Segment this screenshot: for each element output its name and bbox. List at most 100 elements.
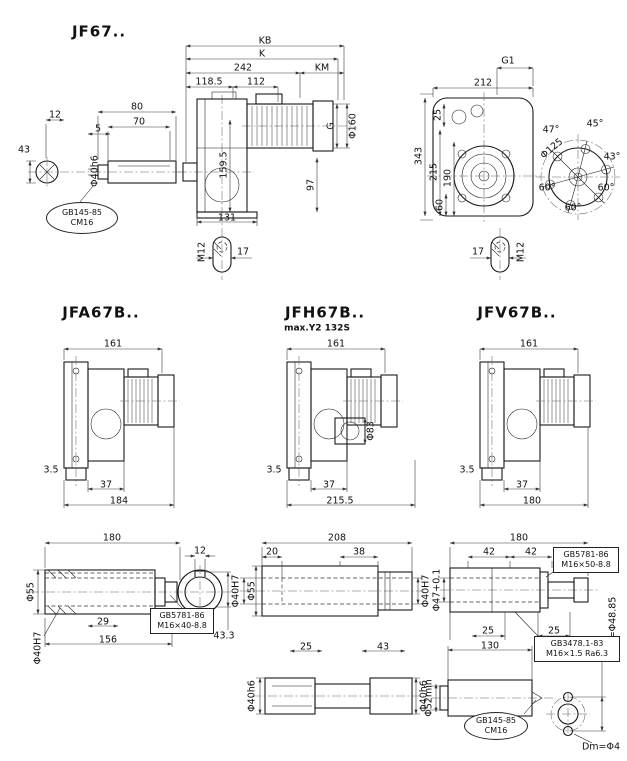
dim-42-a: 42 [482, 546, 496, 558]
dim-len-b: 208 [327, 532, 347, 544]
dim-len-a: 180 [102, 532, 122, 544]
callout-text: GB5781-86 [563, 550, 609, 559]
dim-25-b: 25 [299, 641, 313, 653]
callout-center-hole-top: GB145-85 CM16 [46, 202, 118, 234]
dim-343: 343 [413, 146, 425, 166]
dim-k: K [258, 48, 266, 60]
callout-text: CM16 [70, 218, 94, 227]
dim-97: 97 [305, 178, 317, 192]
dim-kb: KB [258, 35, 272, 47]
callout-spline-gb3478: GB3478.1-83 M16×1.5 Ra6.3 [534, 636, 620, 662]
dim-3-5-jfa: 3.5 [43, 464, 59, 476]
callout-center-hole-bottom: GB145-85 CM16 [464, 712, 528, 740]
page-title-jf67: JF67.. [71, 22, 127, 41]
dim-112: 112 [246, 76, 266, 88]
dim-bore-c: Φ47+0.1 [431, 568, 443, 612]
title-jfh67b: JFH67B.. [284, 303, 366, 322]
dim-212: 212 [473, 77, 493, 89]
dim-29: 29 [96, 616, 110, 628]
jf67-flange-view [420, 66, 620, 222]
dim-m12-right: M12 [515, 241, 527, 263]
dim-242: 242 [233, 62, 253, 74]
dim-12: 12 [48, 109, 62, 121]
dim-43-b: 43 [376, 641, 390, 653]
dim-60: 60 [434, 198, 446, 212]
dim-160: Φ160 [347, 113, 359, 139]
dim-3-5-jfv: 3.5 [459, 464, 475, 476]
callout-text: GB145-85 [475, 716, 517, 725]
dim-156: 156 [98, 634, 118, 646]
dim-38: 38 [352, 546, 366, 558]
dim-17-left: 17 [236, 246, 250, 258]
dim-dm: Dm=Φ4 [581, 741, 621, 753]
jfv67b-view [479, 347, 596, 508]
dim-130: 130 [480, 640, 500, 652]
dim-shaft-b-left: Φ40h6 [246, 680, 258, 712]
dim-bore-b-left: Φ40H7 [230, 574, 242, 608]
dim-od-b: Φ55 [246, 581, 258, 601]
jfa67b-view [63, 347, 180, 508]
title-jfv67b: JFV67B.. [477, 303, 557, 322]
callout-text: GB145-85 [61, 208, 103, 217]
jfh67b-view [286, 347, 416, 508]
dim-83: Φ83 [365, 421, 377, 441]
dim-37-jfa: 37 [99, 479, 113, 491]
callout-text: M16×40-8.8 [157, 621, 207, 630]
angle-43: 43° [603, 151, 621, 163]
hollow-shaft-spline-view [430, 541, 606, 744]
dim-42-b: 42 [524, 546, 538, 558]
dim-len-c: 180 [509, 532, 529, 544]
callout-bolt-gb5781-a: GB5781-86 M16×40-8.8 [150, 608, 214, 634]
subtitle-jfh67b: max.Y2 132S [284, 323, 350, 334]
dim-od-a: Φ55 [25, 582, 37, 602]
dim-km: KM [314, 62, 330, 74]
angle-60-br: 60° [597, 182, 615, 194]
dim-37-jfv: 37 [515, 479, 529, 491]
dim-70: 70 [132, 116, 146, 128]
dim-depth-jfv: 180 [522, 495, 542, 507]
angle-60-b: 60° [564, 202, 582, 214]
dim-17-right: 17 [471, 246, 485, 258]
dim-25-c1: 25 [481, 625, 495, 637]
jf67-front-view [178, 44, 352, 226]
dim-43: 43 [17, 144, 31, 156]
dim-190: 190 [442, 168, 454, 188]
callout-text: GB5781-86 [159, 611, 205, 620]
jf67-output-shaft-view [26, 110, 182, 203]
dim-25-c2: 25 [547, 625, 561, 637]
dim-m12-left: M12 [196, 241, 208, 263]
dim-g: G [325, 122, 337, 130]
dim-131: 131 [217, 212, 237, 224]
dim-37-jfh: 37 [322, 479, 336, 491]
hollow-shaft-long-view [240, 541, 424, 715]
dim-52min: Φ52min [423, 679, 435, 717]
dim-161-jfa: 161 [103, 338, 123, 350]
dim-g1: G1 [501, 55, 515, 67]
dim-key-width: 12 [193, 545, 207, 557]
dim-25: 25 [432, 108, 444, 122]
callout-text: M16×1.5 Ra6.3 [545, 649, 609, 658]
callout-text: M16×50-8.8 [561, 560, 611, 569]
angle-47: 47° [542, 124, 560, 136]
dim-depth-jfh: 215.5 [326, 495, 354, 507]
dim-80: 80 [130, 101, 144, 113]
callout-text: GB3478.1-83 [550, 639, 604, 648]
dim-5: 5 [94, 123, 102, 135]
dim-118-5: 118.5 [195, 76, 223, 88]
dim-215: 215 [428, 162, 440, 182]
dim-43-3: 43.3 [213, 630, 235, 642]
title-jfa67b: JFA67B.. [62, 303, 140, 322]
dim-bore-a: Φ40H7 [32, 631, 44, 665]
dim-161-jfh: 161 [326, 338, 346, 350]
jf67-key-detail-views [196, 228, 526, 280]
dim-161-jfv: 161 [519, 338, 539, 350]
dim-bore-b-right: Φ40H7 [420, 574, 432, 608]
dim-20: 20 [265, 546, 279, 558]
dim-159-5: 159.5 [218, 151, 230, 179]
callout-bolt-gb5781-b: GB5781-86 M16×50-8.8 [553, 547, 619, 573]
dim-3-5-jfh: 3.5 [266, 464, 282, 476]
dim-depth-jfa: 184 [109, 495, 129, 507]
angle-60-bl: 60° [538, 182, 556, 194]
angle-45: 45° [586, 118, 604, 130]
